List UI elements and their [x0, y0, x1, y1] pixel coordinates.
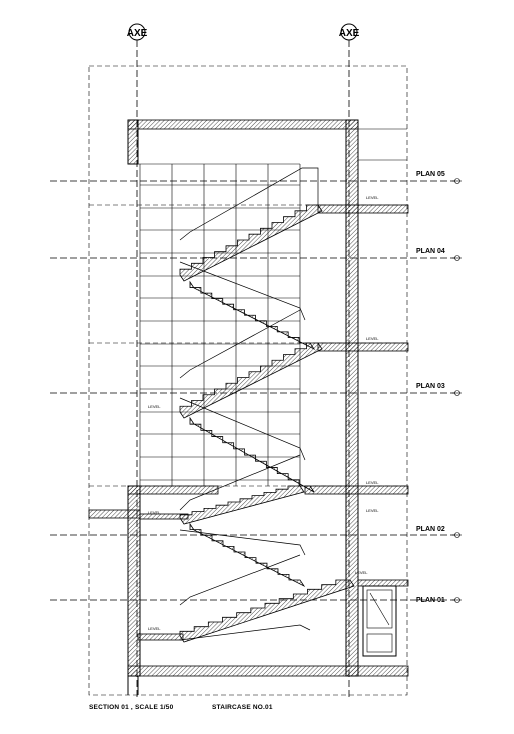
handrails: [179, 167, 319, 641]
ground-slab: [127, 665, 409, 677]
level-tag: LEVEL: [148, 626, 161, 631]
structure: [88, 119, 409, 677]
handrail: [179, 167, 319, 241]
level-tag: LEVEL: [148, 510, 161, 515]
floor-slab: [317, 342, 409, 352]
landing-slab: [137, 633, 184, 641]
stair-flight: [189, 416, 315, 493]
level-tags: LEVEL LEVEL LEVEL LEVEL LEVEL LEVEL LEVE…: [148, 195, 379, 631]
level-tag: LEVEL: [366, 195, 379, 200]
landing-slab: [127, 485, 219, 495]
plan-label: PLAN 03: [416, 383, 445, 390]
plan-label: PLAN 05: [416, 171, 445, 178]
handrail: [179, 554, 301, 606]
handrail: [179, 397, 306, 461]
stair-flight: [179, 485, 305, 525]
handrail: [179, 309, 301, 379]
level-arrow-icon: [452, 178, 462, 603]
floor-slab: [317, 204, 409, 214]
roof-slab: [127, 119, 359, 130]
section-frame: [88, 65, 408, 696]
axis-label-left: AXE: [127, 28, 148, 39]
staircase-caption: STAIRCASE NO.01: [212, 704, 273, 711]
right-wall: [345, 119, 359, 677]
plan-labels: PLAN 05 PLAN 04 PLAN 03 PLAN 02 PLAN 01: [416, 171, 462, 604]
handrail: [179, 454, 301, 511]
floor-slab: [304, 485, 409, 495]
level-tag: LEVEL: [366, 480, 379, 485]
plan-label: PLAN 01: [416, 597, 445, 604]
stair-flight: [179, 579, 355, 643]
curtain-wall-grid: [139, 164, 301, 486]
floor-slab: [88, 509, 141, 519]
door-icon: [362, 585, 397, 657]
stair-flights: [179, 204, 355, 643]
plan-label: PLAN 04: [416, 248, 445, 255]
handrail: [179, 624, 311, 641]
plan-label: PLAN 02: [416, 526, 445, 533]
level-tag: LEVEL: [355, 570, 368, 575]
handrail: [179, 261, 306, 321]
handrail: [179, 529, 306, 556]
axis-label-right: AXE: [339, 28, 360, 39]
floor-slab: [357, 579, 409, 587]
section-caption: SECTION 01 , SCALE 1/50: [89, 704, 174, 711]
stair-flight: [179, 342, 323, 419]
level-tag: LEVEL: [366, 336, 379, 341]
stair-flight: [189, 280, 316, 351]
level-tag: LEVEL: [148, 404, 161, 409]
level-tag: LEVEL: [366, 508, 379, 513]
stair-flight: [189, 522, 306, 588]
stair-flight: [179, 204, 323, 282]
